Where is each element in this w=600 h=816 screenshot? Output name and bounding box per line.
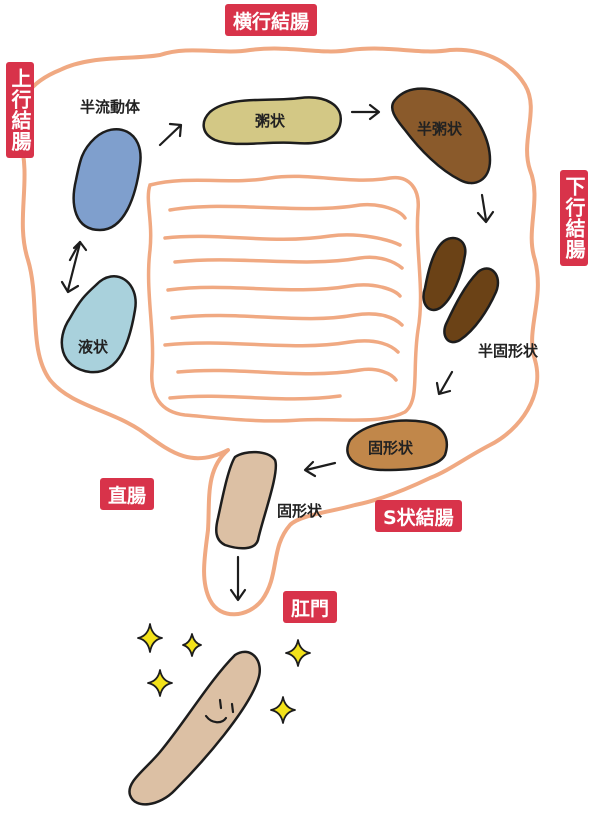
sparkle-icon [137,623,163,653]
descending-colon-label: 下行結腸 [560,170,588,266]
arrow-icon [303,460,337,478]
solid-stool-rectum [215,450,278,550]
arrow-icon [476,193,495,224]
small-intestine [163,202,407,401]
semi-solid-stool-1 [422,236,467,312]
flow-arrows [60,103,495,602]
sigmoid-colon-label: S状結腸 [375,500,462,532]
arrow-icon [158,122,183,147]
sparkle-icon [182,633,202,657]
happy-stool-character [128,650,261,806]
rectum-label: 直腸 [100,478,155,510]
arrow-icon [435,370,454,396]
sparkle-icon [270,696,296,724]
smile-face-icon [204,698,235,724]
solid-rectum-label: 固形状 [277,502,323,520]
arrow-icon [229,555,247,602]
liquid-label: 液状 [78,338,109,356]
sparkle-icon [285,639,311,667]
semi-fluid-label: 半流動体 [80,98,141,116]
sparkles [137,623,311,724]
porridge-stool [202,96,343,146]
liquid-stool [60,275,137,374]
sparkle-icon [147,669,173,697]
transverse-colon-label: 横行結腸 [225,4,318,36]
semi-solid-label: 半固形状 [478,342,539,360]
porridge-label: 粥状 [255,112,286,130]
semi-fluid-stool [72,128,142,232]
solid-stool-sigmoid [346,419,449,472]
semi-porridge-stool [390,87,492,185]
anus-label: 肛門 [283,591,338,623]
intestine-outline [15,46,540,617]
solid-sigmoid-label: 固形状 [368,439,414,457]
semi-solid-stool-2 [443,267,500,344]
semi-porridge-label: 半粥状 [417,120,463,138]
ascending-colon-label: 上行結腸 [6,62,34,158]
intestine-inner-edge [146,174,423,423]
arrow-icon [60,240,88,294]
arrow-icon [350,103,381,121]
